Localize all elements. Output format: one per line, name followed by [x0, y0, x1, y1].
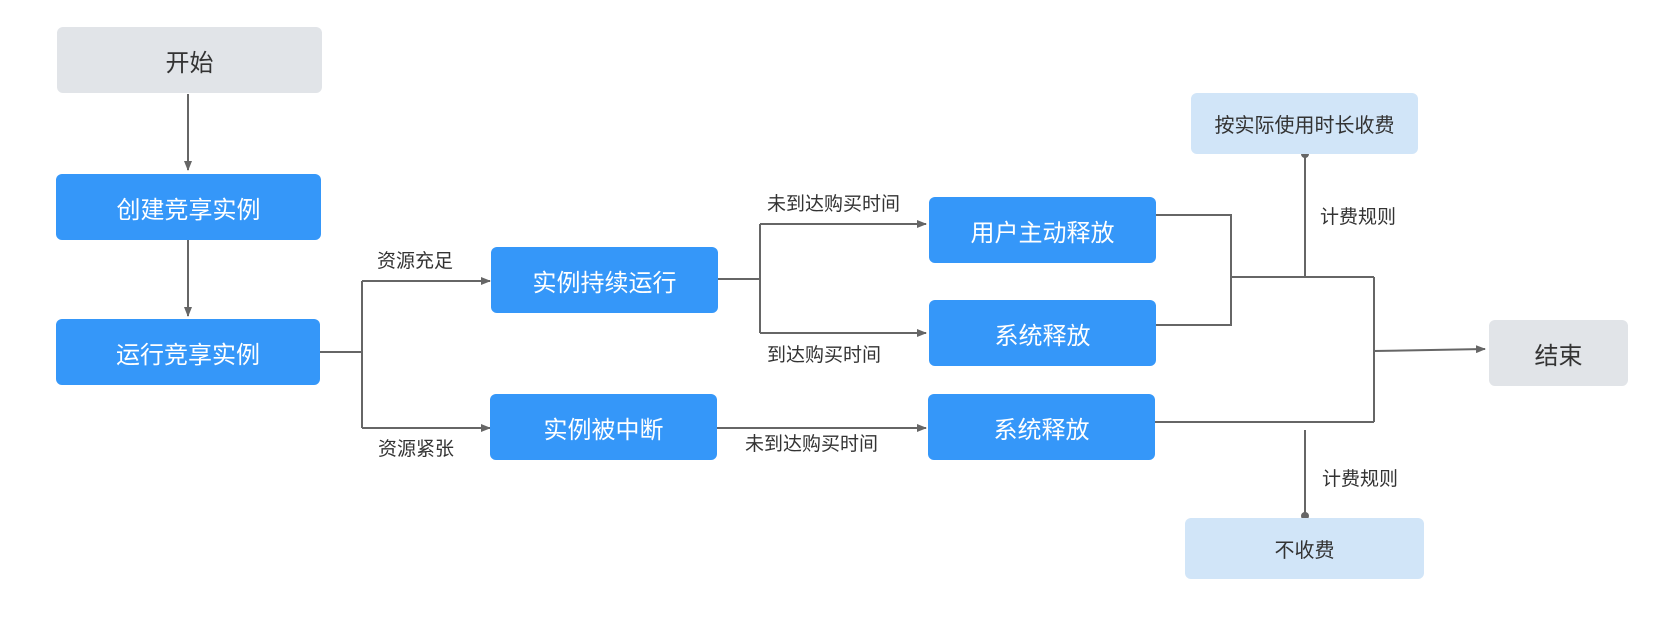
label-not-reached-1: 未到达购买时间 — [767, 193, 901, 215]
end-node: 结束 — [1489, 320, 1628, 386]
start-node: 开始 — [57, 27, 322, 93]
edge-run-branch — [320, 281, 363, 428]
no-charge-node: 不收费 — [1185, 518, 1424, 579]
user-release-node: 用户主动释放 — [929, 197, 1156, 263]
system-release-node-2: 系统释放 — [928, 394, 1155, 460]
charge-by-time-node: 按实际使用时长收费 — [1191, 93, 1418, 154]
label-not-reached-2: 未到达购买时间 — [745, 433, 879, 455]
label-reached: 到达购买时间 — [767, 344, 882, 366]
run-instance-node: 运行竞享实例 — [56, 319, 320, 385]
edge-continue-branch — [718, 224, 761, 333]
label-billing-rule-bottom: 计费规则 — [1322, 468, 1399, 490]
label-resource-sufficient: 资源充足 — [377, 250, 454, 272]
instance-continue-node: 实例持续运行 — [491, 247, 718, 313]
system-release-node-1: 系统释放 — [929, 300, 1156, 366]
label-resource-tight: 资源紧张 — [378, 438, 455, 460]
label-billing-rule-top: 计费规则 — [1320, 206, 1397, 228]
edge-to-end — [1373, 345, 1486, 354]
create-instance-node: 创建竞享实例 — [56, 174, 321, 240]
edge-merge-top — [1155, 214, 1374, 326]
instance-interrupted-node: 实例被中断 — [490, 394, 717, 460]
